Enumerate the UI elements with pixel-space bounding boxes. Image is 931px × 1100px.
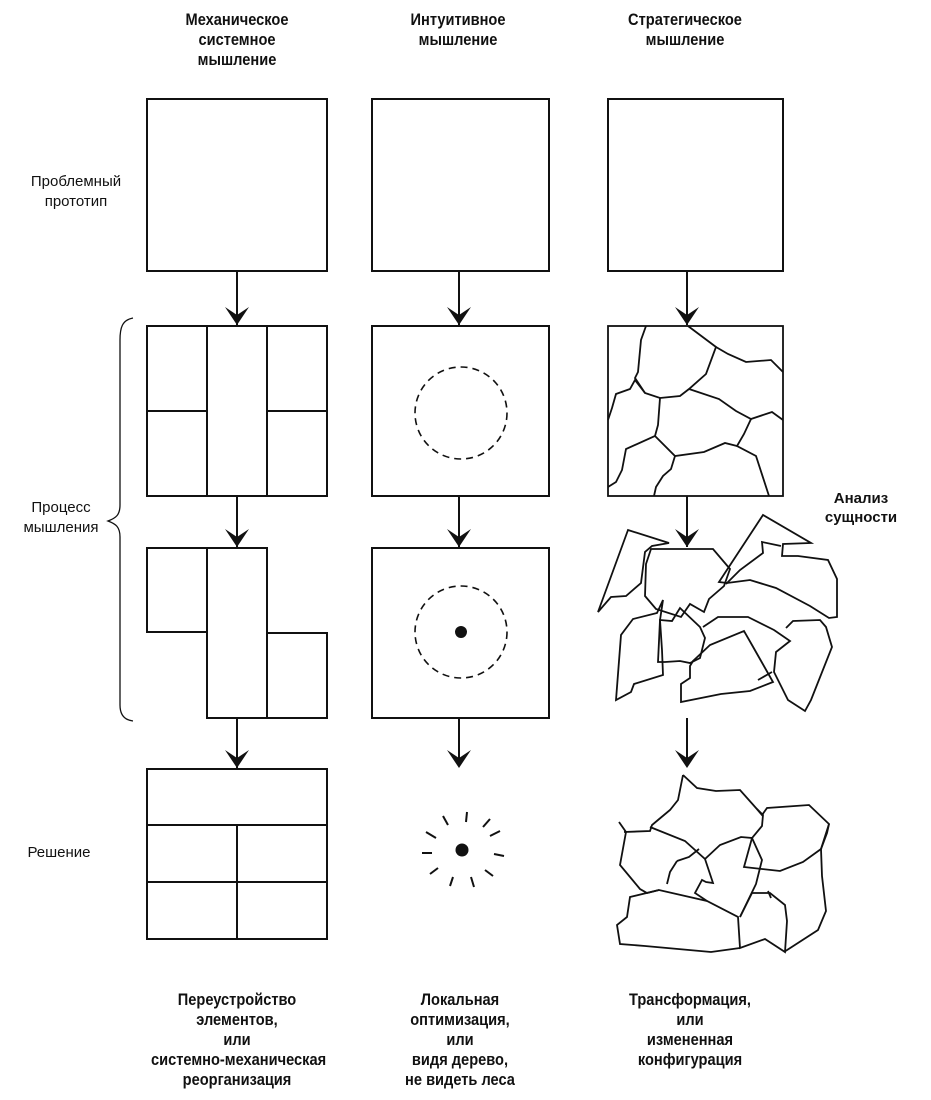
result-line: Трансформация, <box>629 990 751 1009</box>
annotation-entity-analysis: Анализ сущности <box>806 489 916 527</box>
mechanical-problem-box <box>146 98 328 272</box>
column-title-intuitive: Интуитивное мышление <box>372 10 544 50</box>
title-line: Механическое <box>185 10 289 29</box>
mechanical-column <box>146 98 328 940</box>
intuitive-column <box>371 98 550 888</box>
column-title-strategic: Стратегическое мышление <box>599 10 771 50</box>
label-line: Проблемный <box>30 173 122 190</box>
result-line: конфигурация <box>637 1050 743 1069</box>
title-line: Стратегическое <box>628 10 742 29</box>
label-line: Процесс <box>31 499 91 516</box>
result-line: не видеть леса <box>405 1070 515 1089</box>
mechanical-process-grid <box>146 325 328 497</box>
label-line: мышления <box>23 519 99 536</box>
strategic-problem-box <box>607 98 784 272</box>
mechanical-process-rearranged <box>146 547 328 719</box>
title-line: системное <box>198 30 276 49</box>
result-line: или <box>676 1010 704 1029</box>
column-result-strategic: Трансформация, или измененная конфигурац… <box>604 990 776 1070</box>
title-line: мышление <box>645 30 725 49</box>
strategic-column <box>597 98 838 954</box>
result-line: или <box>223 1030 251 1049</box>
result-line: Локальная <box>420 990 500 1009</box>
label-line: прототип <box>44 193 108 210</box>
result-line: или <box>446 1030 474 1049</box>
column-title-mechanical: Механическое системное мышление <box>151 10 323 70</box>
intuitive-solution-burst <box>422 811 505 888</box>
column-result-intuitive: Локальная оптимизация, или видя дерево, … <box>374 990 546 1090</box>
intuitive-process-focus <box>371 325 550 497</box>
row-label-solution: Решение <box>14 843 104 863</box>
strategic-solution-reconfigured <box>616 774 830 954</box>
strategic-process-fragmented <box>607 325 784 497</box>
title-line: Интуитивное <box>410 10 506 29</box>
annotation-line: Анализ <box>833 490 889 507</box>
mechanical-solution-grid <box>146 768 328 940</box>
annotation-line: сущности <box>824 509 898 526</box>
strategic-process-analysis-pieces <box>597 513 838 713</box>
title-line: мышление <box>418 30 498 49</box>
result-line: элементов, <box>196 1010 278 1029</box>
row-label-problem: Проблемный прототип <box>6 172 146 212</box>
result-line: Переустройство <box>177 990 297 1009</box>
intuitive-process-point <box>371 547 550 719</box>
column-result-mechanical: Переустройство элементов, или системно-м… <box>151 990 327 1090</box>
label-line: Решение <box>27 844 91 861</box>
result-line: видя дерево, <box>411 1050 509 1069</box>
intuitive-problem-box <box>371 98 550 272</box>
result-line: реорганизация <box>182 1070 292 1089</box>
result-line: измененная <box>646 1030 734 1049</box>
result-line: системно-механическая <box>151 1050 327 1069</box>
process-brace <box>106 317 134 722</box>
result-line: оптимизация, <box>410 1010 510 1029</box>
row-label-process: Процесс мышления <box>6 498 116 538</box>
title-line: мышление <box>197 50 277 69</box>
